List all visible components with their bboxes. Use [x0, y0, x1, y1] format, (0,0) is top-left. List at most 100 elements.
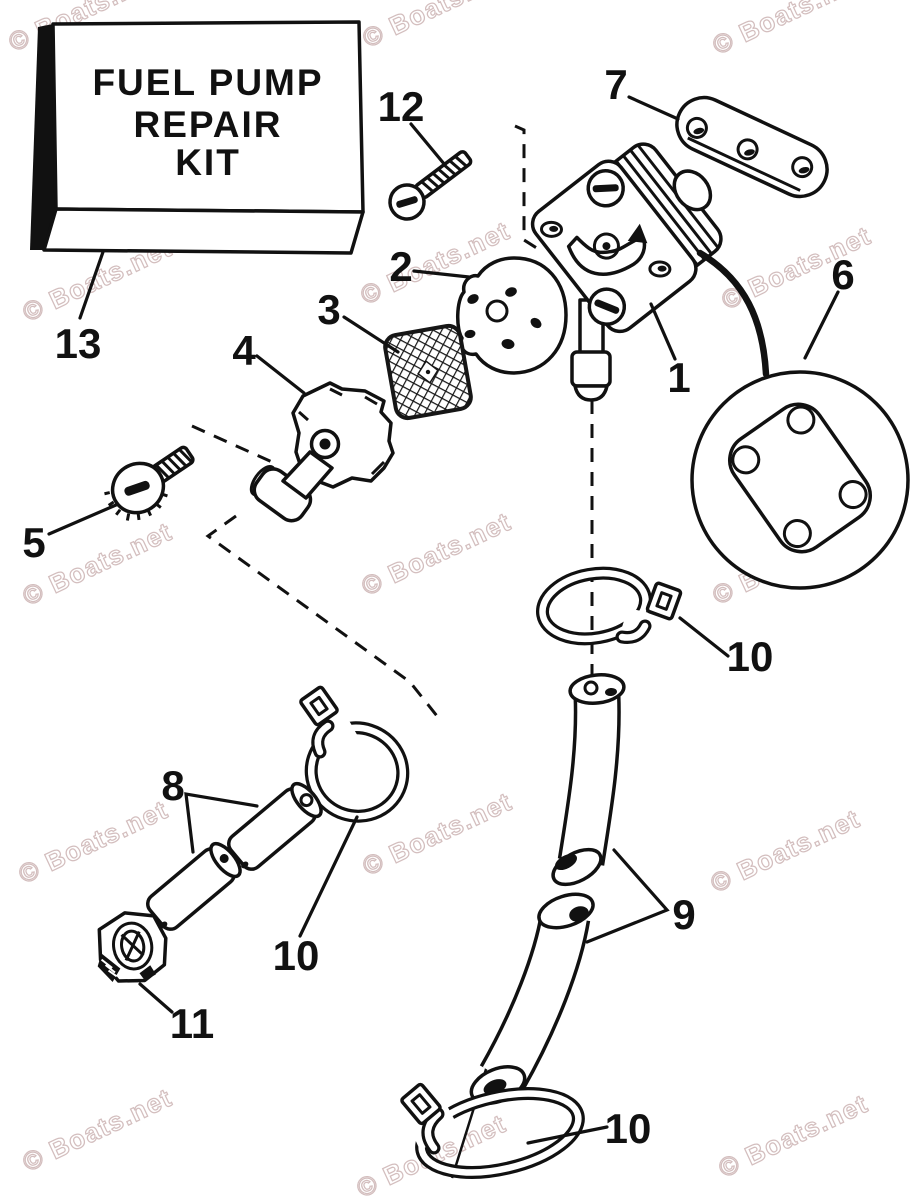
leader-3	[342, 315, 400, 354]
screen-center-dot	[425, 369, 431, 375]
gasket-hole	[505, 287, 517, 297]
plate-edge-line	[687, 136, 801, 192]
cylinder-notch	[160, 921, 168, 929]
pump-screw-slot	[594, 299, 620, 314]
gasket-hole	[530, 317, 542, 329]
clamp11-serrations	[100, 958, 118, 978]
thumbscrew-slot	[124, 480, 150, 496]
clamp-tip-inner	[424, 1110, 442, 1152]
part-label-3: 3	[317, 286, 340, 333]
pump-oval-hole	[648, 260, 672, 278]
leader-4	[255, 354, 306, 395]
watermark-text: © Boats.net	[706, 803, 865, 898]
watermark-text: © Boats.net	[14, 794, 173, 889]
clamp-head-slot	[655, 591, 673, 611]
screen-3-drawing	[383, 323, 473, 421]
leader-12	[409, 122, 447, 167]
leader-10c	[526, 1125, 609, 1145]
clamp-10b-drawing	[299, 685, 410, 823]
pump-front-plate	[530, 159, 698, 334]
watermark-text: © Boats.net	[357, 506, 516, 601]
part-label-12: 12	[378, 83, 425, 130]
cap-corner-accents	[298, 387, 386, 480]
plate-hole-slot	[744, 149, 755, 156]
screw-12-drawing	[388, 150, 473, 221]
gasket-ring-hole	[485, 299, 509, 323]
leader-11	[138, 982, 174, 1014]
pump-oval-hole-dark	[549, 225, 559, 232]
dashed-assembly-line	[205, 514, 439, 717]
kit-box-text-line2: REPAIR	[133, 104, 282, 145]
pump-nozzle-collar	[570, 350, 612, 388]
pump-nozzle-tip	[573, 384, 609, 402]
gasket-2-drawing	[456, 256, 568, 375]
pump-port-screw-center	[602, 242, 611, 251]
hose-top-ring	[583, 680, 599, 696]
leader-8-fork	[184, 792, 259, 854]
dashed-assembly-line	[191, 424, 273, 464]
clamp-tip-inner	[618, 622, 649, 641]
cylinder-notch	[241, 861, 249, 869]
box-side	[30, 24, 56, 250]
part-label-10c: 10	[605, 1105, 652, 1152]
hose-fill	[561, 695, 618, 866]
leader-2	[412, 269, 471, 279]
clamp-10a-drawing	[535, 566, 683, 650]
part-label-2: 2	[389, 243, 412, 290]
box-bottom	[42, 207, 365, 255]
pump-screw-slot	[592, 184, 619, 193]
clamp-10c-drawing	[400, 1082, 585, 1179]
clamp-strap-inner	[418, 1090, 582, 1176]
watermark-text: © Boats.net	[358, 786, 517, 881]
gasket-plate-7-drawing	[675, 95, 829, 199]
screw-threads	[420, 155, 468, 193]
gasket-hole	[501, 338, 515, 350]
clamp-strap-inner	[307, 724, 407, 820]
watermark-text: © Boats.net	[708, 0, 867, 60]
clamp-11-drawing	[97, 911, 168, 983]
leader-13	[78, 250, 105, 320]
clamp-head	[299, 685, 339, 727]
watermark-text: © Boats.net	[18, 1082, 177, 1177]
leader-9-fork	[585, 848, 670, 944]
pump-port-screw	[592, 232, 620, 260]
cap-port-center	[319, 438, 331, 450]
cap-nozzle-tube	[281, 450, 334, 500]
clamp-strap-inner	[539, 569, 649, 643]
screw-head-slot	[396, 196, 418, 208]
dashed-assembly-line	[514, 124, 544, 254]
pump-oval-hole	[539, 220, 563, 238]
part-label-10a: 10	[727, 633, 774, 680]
cylinder-end	[290, 781, 323, 819]
hose-bottom-dark	[554, 853, 578, 871]
cylinder-end-ring	[299, 793, 314, 808]
plate-hole-slot	[693, 127, 705, 135]
part-label-13: 13	[55, 320, 102, 367]
detail-gasket-hole	[782, 519, 812, 549]
leader-5	[47, 503, 118, 536]
leader-10a	[678, 616, 730, 658]
dashed-assembly-lines	[191, 124, 594, 717]
hose-fill	[482, 913, 587, 1089]
pump-oval-hole-dark	[657, 265, 667, 272]
leader-10b	[298, 815, 359, 938]
gasket-hole	[467, 294, 479, 304]
part-label-8: 8	[161, 762, 184, 809]
fuel-pump-body-1-drawing	[530, 142, 723, 402]
pump-side-tab	[672, 169, 713, 212]
clamp11-dark-tab	[139, 965, 156, 981]
thumbscrew-5-drawing	[104, 445, 195, 521]
watermark-text: © Boats.net	[714, 1088, 873, 1183]
part-label-10b: 10	[273, 932, 320, 979]
clamp-head	[400, 1082, 442, 1126]
hose-9a-drawing	[551, 673, 626, 887]
plate-hole-slot	[798, 166, 810, 174]
part-label-4: 4	[232, 327, 256, 374]
plate-outline	[675, 95, 829, 199]
pump-cap-4-drawing	[249, 381, 395, 523]
clamp11-ring-outer	[112, 921, 154, 971]
clamp-head-slot	[410, 1093, 432, 1115]
leader-1	[649, 302, 677, 361]
clamp11-ring-inner	[120, 929, 146, 963]
repair-kit-box: FUEL PUMP REPAIR KIT	[30, 20, 365, 255]
